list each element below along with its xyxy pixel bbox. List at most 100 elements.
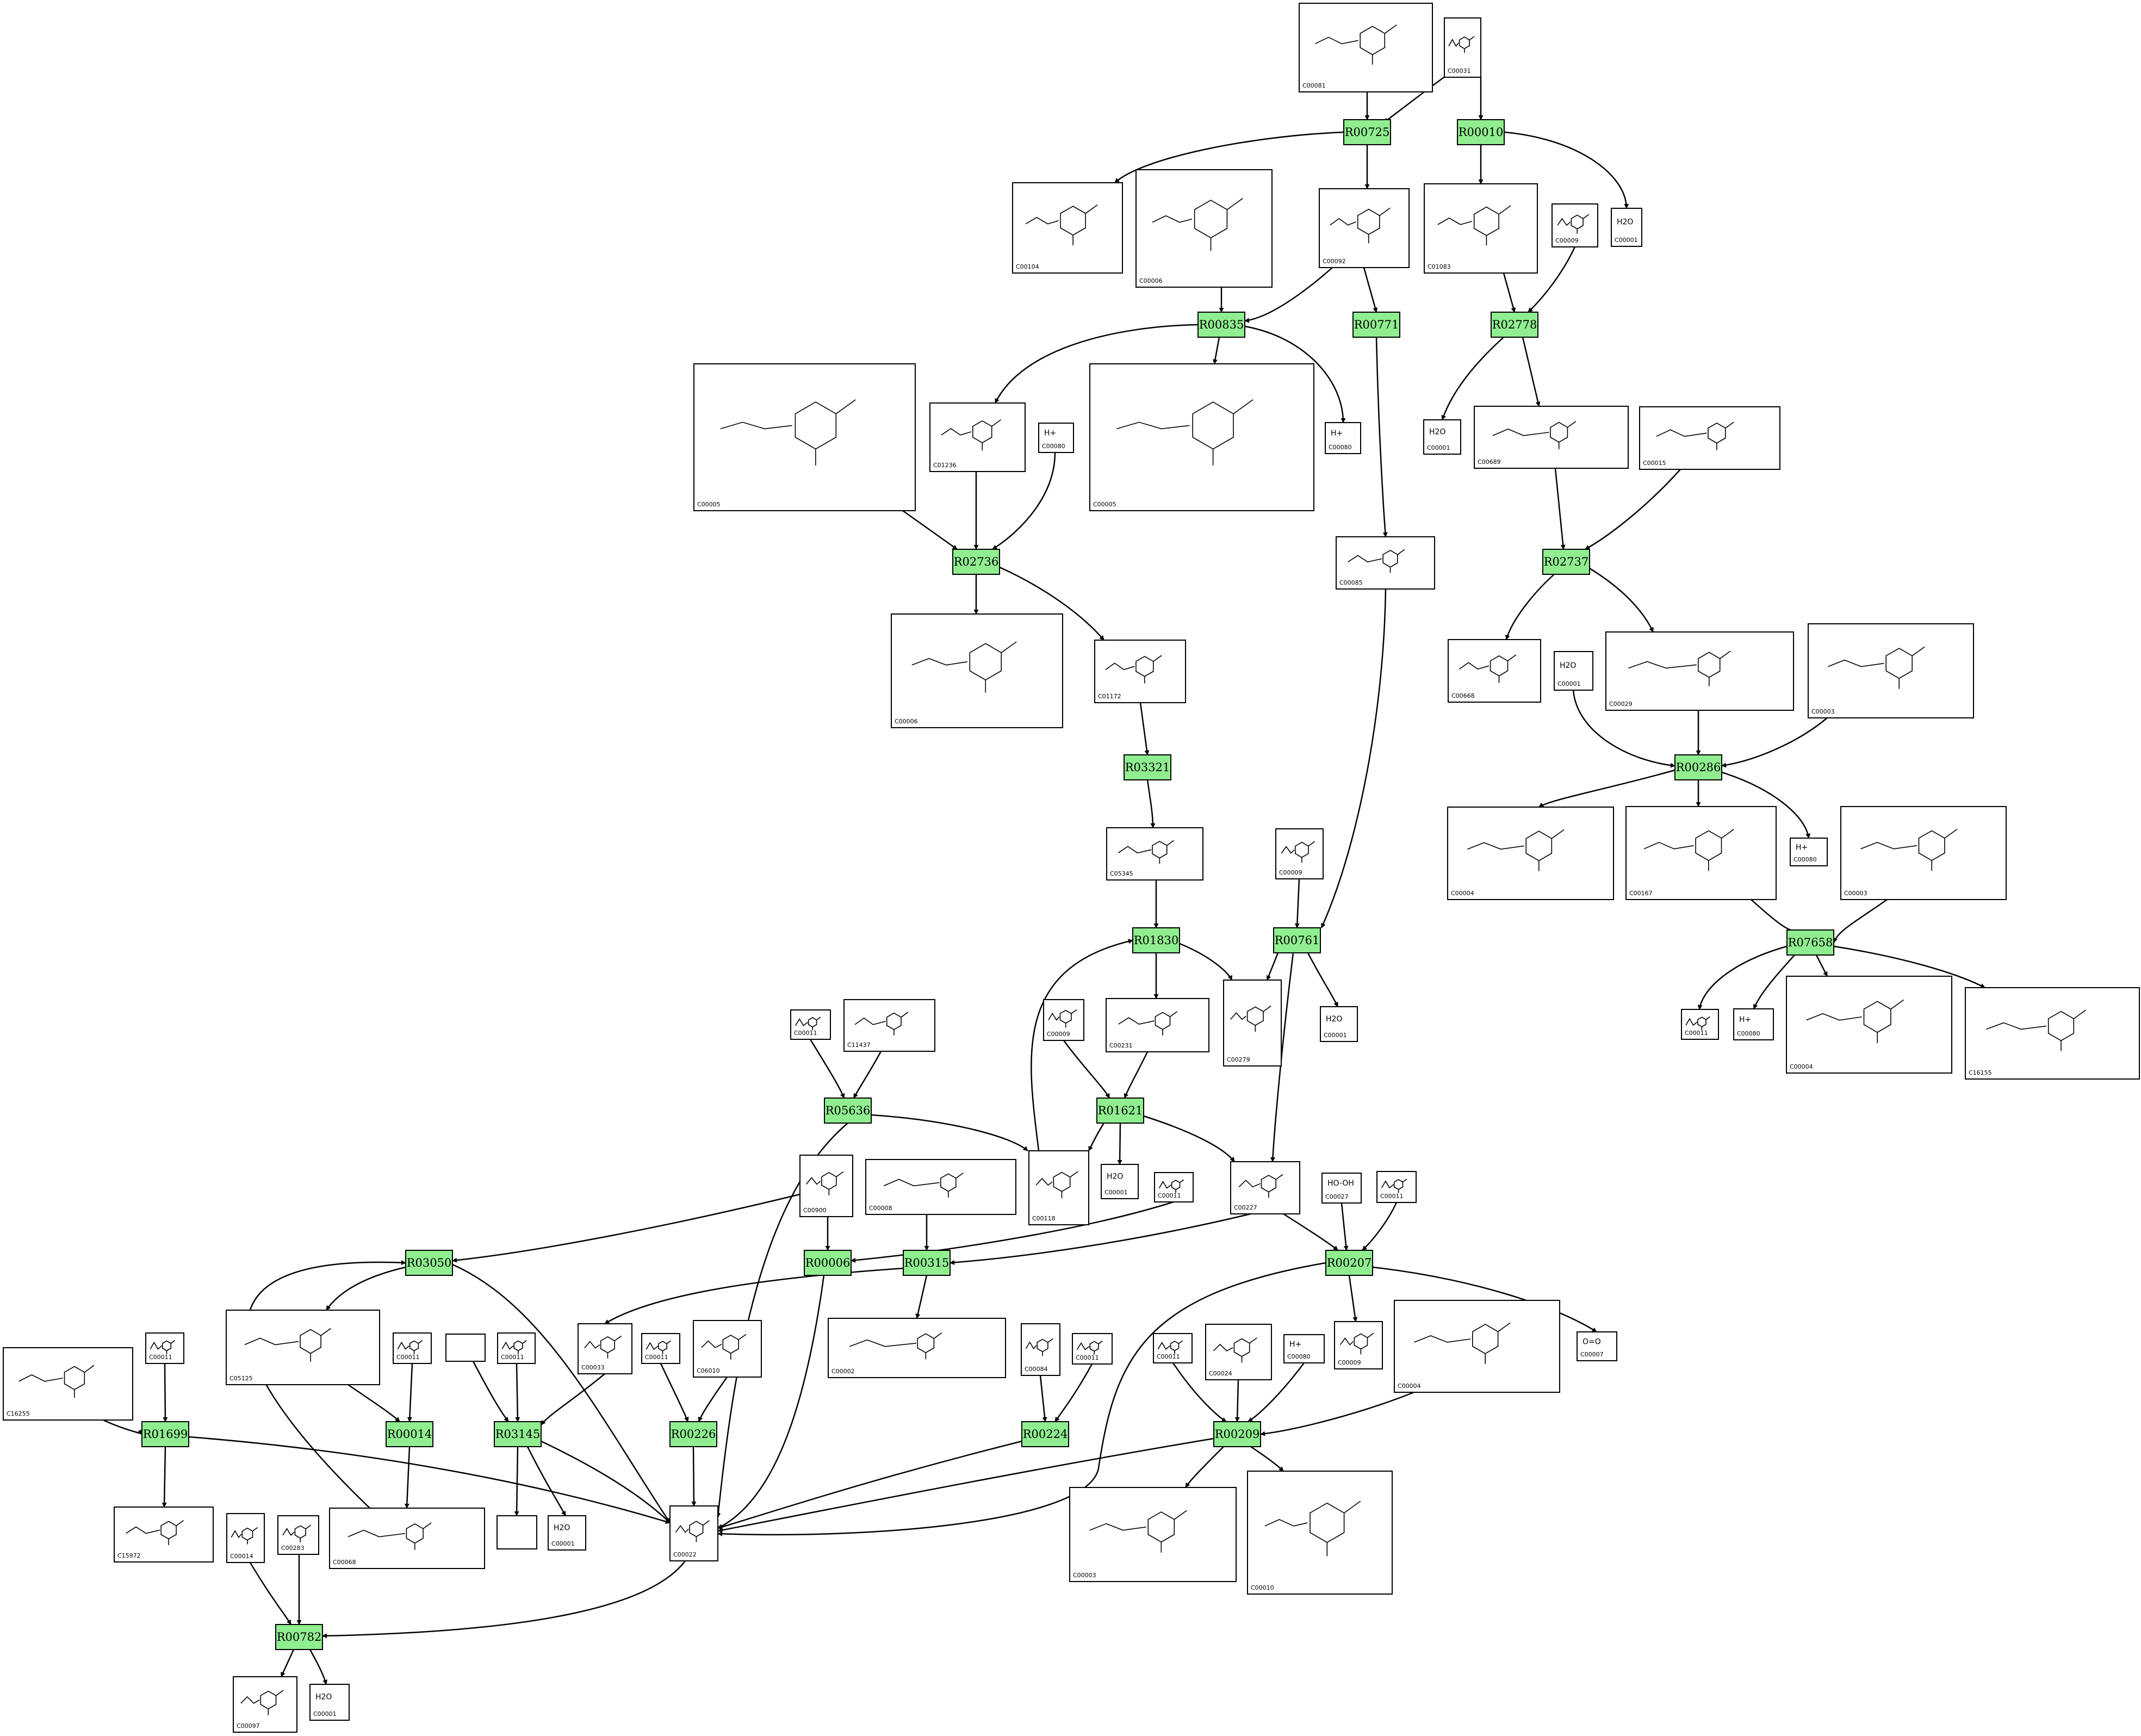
compound-node[interactable]: C00085 [1336,536,1435,590]
compound-node[interactable]: H+C00080 [1038,423,1074,453]
reaction-node[interactable]: R00286 [1674,754,1722,780]
compound-node[interactable]: C00008 [865,1159,1016,1215]
compound-node[interactable]: H+C00080 [1790,838,1828,866]
compound-node[interactable]: C06010 [693,1320,762,1378]
compound-node[interactable]: C01083 [1424,183,1538,274]
compound-node[interactable]: C00092 [1319,188,1410,268]
compound-node[interactable]: C00005 [693,363,916,511]
compound-node[interactable]: C15972 [114,1506,214,1563]
compound-node[interactable]: C00011 [1681,1009,1719,1040]
compound-node[interactable]: C00006 [1135,169,1273,288]
reaction-node[interactable]: R02737 [1542,549,1590,575]
compound-node[interactable]: C00011 [641,1333,680,1364]
reaction-node[interactable]: R00782 [275,1624,323,1650]
compound-node[interactable]: C00029 [1605,631,1794,711]
compound-node[interactable]: C05125 [226,1310,380,1385]
compound-node[interactable]: C00009 [1043,999,1084,1041]
compound-node[interactable]: C00003 [1840,806,2007,900]
compound-node[interactable]: C00005 [1089,363,1314,511]
compound-node[interactable]: C00033 [578,1323,632,1374]
reaction-node[interactable]: R03050 [405,1250,453,1276]
reaction-node[interactable]: R00207 [1325,1250,1373,1276]
reaction-node[interactable]: R03321 [1124,754,1171,780]
reaction-node[interactable]: R00725 [1343,119,1391,145]
compound-node[interactable] [445,1334,486,1362]
compound-node[interactable]: C00004 [1447,807,1614,900]
compound-node[interactable]: C00279 [1223,979,1282,1067]
compound-node[interactable]: C00084 [1021,1323,1060,1376]
compound-node[interactable]: C00011 [1376,1171,1417,1203]
compound-node[interactable]: C00011 [497,1332,536,1364]
compound-node[interactable]: C00068 [329,1508,485,1569]
compound-node[interactable]: C00118 [1028,1150,1089,1225]
compound-node[interactable]: C00011 [1154,1172,1194,1202]
compound-node[interactable]: C00668 [1448,639,1541,703]
compound-node[interactable]: C00900 [799,1155,853,1217]
compound-node[interactable]: C00003 [1069,1487,1237,1582]
compound-node[interactable]: C00004 [1394,1300,1560,1393]
reaction-node[interactable]: R00835 [1197,312,1245,338]
reaction-node[interactable]: R00226 [669,1421,717,1447]
reaction-node[interactable]: R05636 [824,1098,872,1124]
compound-node[interactable]: C16255 [3,1347,133,1421]
compound-node[interactable]: C00009 [1334,1321,1383,1369]
compound-node[interactable]: C00006 [891,613,1063,728]
reaction-node[interactable]: R01621 [1096,1098,1144,1124]
compound-node[interactable]: C00104 [1012,182,1123,274]
compound-node[interactable]: H+C00080 [1283,1334,1325,1363]
reaction-node[interactable]: R00006 [804,1250,852,1276]
compound-node[interactable]: C01172 [1094,640,1186,703]
reaction-node[interactable]: R00014 [386,1421,433,1447]
reaction-node[interactable]: R00771 [1352,312,1400,338]
reaction-node[interactable]: R02778 [1491,312,1538,338]
compound-node[interactable]: C00031 [1444,17,1481,78]
compound-node[interactable]: C00010 [1247,1471,1393,1595]
reaction-node[interactable]: R00761 [1273,927,1321,953]
compound-node[interactable]: C00011 [145,1332,184,1364]
compound-node[interactable]: C01236 [929,402,1026,472]
compound-node[interactable]: H+C00080 [1733,1008,1774,1040]
compound-node[interactable]: C00009 [1552,203,1598,247]
compound-node[interactable]: C00011 [393,1332,432,1364]
compound-node[interactable]: C05345 [1106,827,1203,881]
compound-node[interactable]: C00022 [669,1505,718,1561]
compound-node[interactable]: C00004 [1786,976,1952,1074]
compound-node[interactable]: C00011 [790,1009,831,1040]
compound-node[interactable]: C00097 [233,1676,297,1733]
compound-node[interactable]: H+C00080 [1325,422,1361,454]
compound-node[interactable]: C00014 [226,1513,265,1563]
compound-node[interactable]: C16155 [1965,987,2140,1080]
reaction-node[interactable]: R07658 [1786,929,1834,956]
reaction-node[interactable]: R00315 [903,1250,951,1276]
compound-node[interactable]: C00009 [1275,828,1324,879]
compound-node[interactable]: C00024 [1205,1324,1272,1380]
compound-node[interactable]: C00231 [1106,998,1209,1052]
reaction-node[interactable]: R00224 [1021,1421,1069,1447]
compound-node[interactable]: C00689 [1474,406,1629,469]
reaction-node[interactable]: R00010 [1457,119,1505,145]
reaction-node[interactable]: R03145 [494,1421,542,1447]
compound-node[interactable]: C00081 [1299,3,1433,92]
reaction-node[interactable]: R02736 [952,549,1000,575]
compound-node[interactable]: C00227 [1230,1161,1300,1214]
compound-node[interactable] [497,1515,537,1549]
compound-node[interactable]: C00011 [1153,1333,1193,1363]
reaction-node[interactable]: R01699 [141,1421,189,1447]
compound-node[interactable]: C00167 [1625,806,1777,900]
compound-node[interactable]: C00011 [1072,1333,1113,1365]
compound-node[interactable]: C00283 [277,1515,319,1555]
compound-node[interactable]: C11437 [843,999,935,1052]
compound-node[interactable]: C00015 [1639,406,1780,470]
compound-node[interactable]: C00003 [1808,623,1974,718]
reaction-node[interactable]: R00209 [1213,1421,1261,1447]
compound-node[interactable]: C00002 [828,1318,1006,1378]
